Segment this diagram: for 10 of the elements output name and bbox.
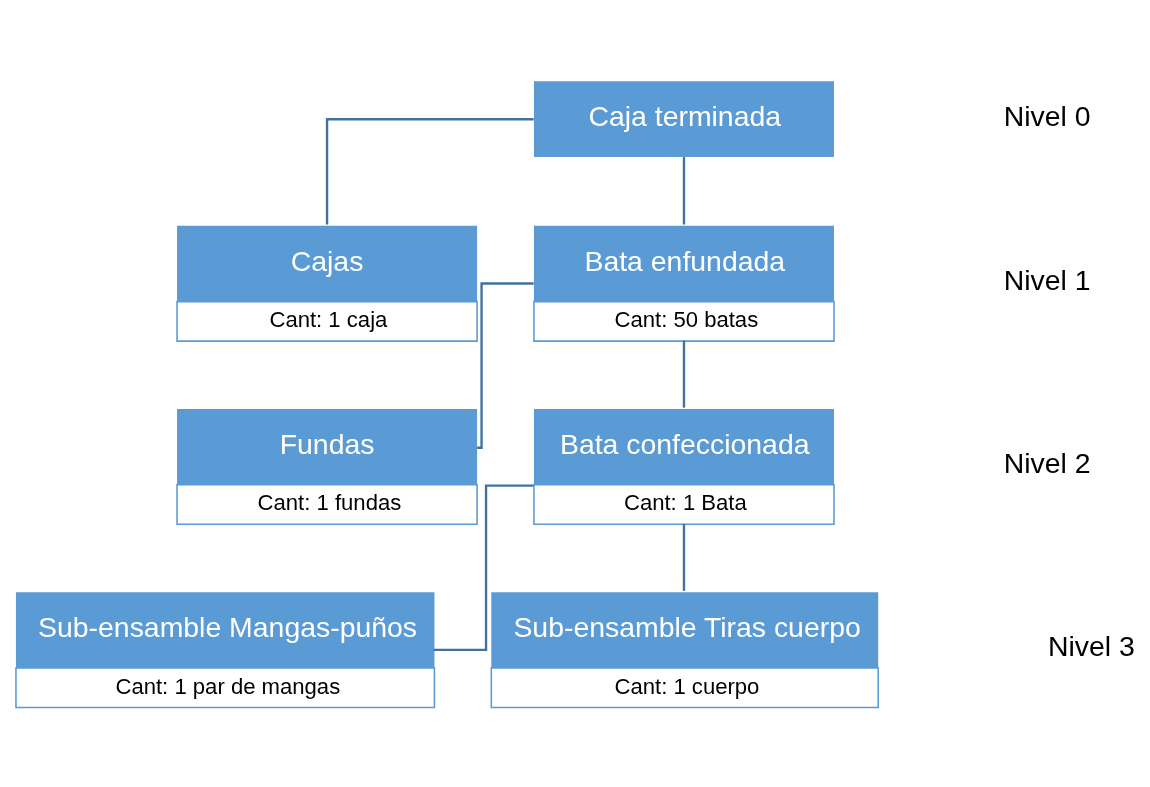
connector xyxy=(682,340,686,408)
connector xyxy=(433,483,534,651)
connector xyxy=(682,156,686,224)
connector xyxy=(325,117,534,225)
label: Nivel 0 xyxy=(1003,99,1091,132)
node-box: Caja terminada xyxy=(533,80,834,157)
label: Nivel 3 xyxy=(1047,629,1135,662)
label: Nivel 1 xyxy=(1003,263,1091,296)
label: Nivel 2 xyxy=(1003,446,1091,479)
connector xyxy=(682,523,686,591)
